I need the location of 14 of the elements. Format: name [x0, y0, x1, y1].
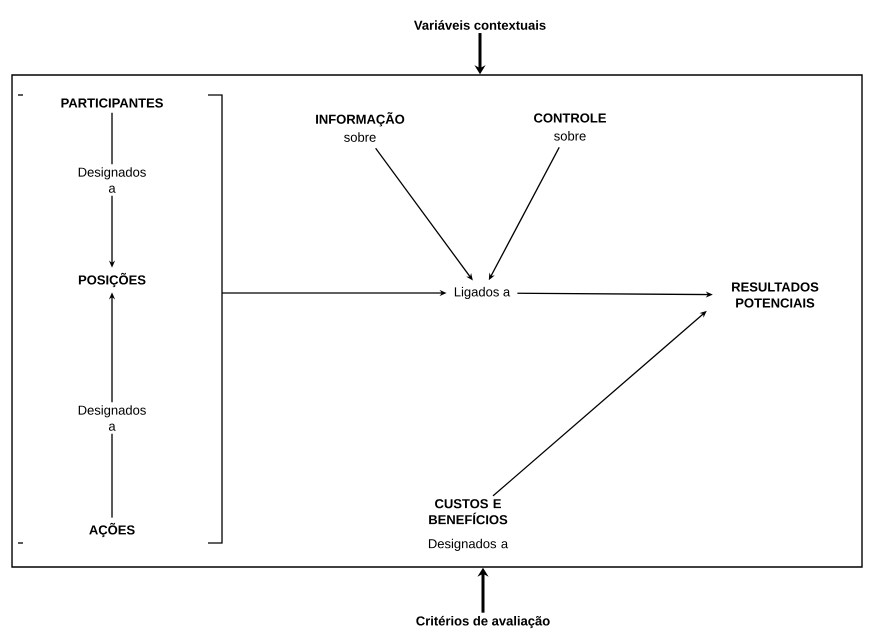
label-text: Ligados a	[454, 286, 510, 300]
context-text: Variáveis contextuais	[414, 20, 546, 30]
label-text: RESULTADOS POTENCIAIS	[732, 282, 818, 308]
label-text: INFORMAÇÃO sobre	[316, 112, 404, 142]
edge-label: Designados a	[69, 164, 155, 196]
label-text: POSIÇÕES	[78, 272, 146, 288]
label-text: PARTICIPANTES	[61, 98, 163, 108]
edge-label: Designados a	[69, 402, 155, 434]
label-text: CUSTOS E BENEFÍCIOS Designados a	[428, 499, 508, 551]
bracket-drawing	[18, 94, 223, 544]
frame-box	[11, 74, 863, 568]
label-text: CONTROLE sobre	[534, 113, 606, 141]
criteria-text: Critérios de avaliação	[416, 616, 550, 628]
label-text: AÇÕES	[89, 522, 135, 538]
